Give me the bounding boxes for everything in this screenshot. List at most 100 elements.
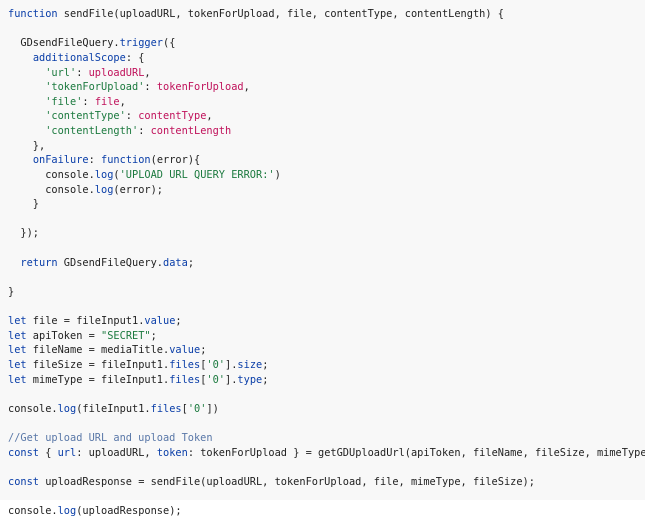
code-token: let xyxy=(8,359,27,371)
code-line: let file = fileInput1.value; xyxy=(8,314,645,329)
code-token: ; xyxy=(175,315,182,328)
code-token: const xyxy=(8,476,39,488)
code-token: console. xyxy=(8,183,95,196)
code-token: , xyxy=(119,95,126,108)
code-token: ; xyxy=(150,329,157,342)
code-token: type xyxy=(237,373,263,386)
code-line: 'tokenForUpload': tokenForUpload, xyxy=(8,80,645,95)
code-line xyxy=(8,22,645,37)
code-line xyxy=(8,300,645,315)
code-line: additionalScope: { xyxy=(8,51,645,66)
code-token: 'url' xyxy=(45,66,77,79)
code-token: , xyxy=(243,81,250,94)
code-token: 'contentLength' xyxy=(45,125,139,137)
code-line xyxy=(8,417,645,432)
code-line: const uploadResponse = sendFile(uploadUR… xyxy=(8,475,645,490)
code-token: fileName = mediaTitle. xyxy=(26,344,170,357)
code-token: 'UPLOAD URL QUERY ERROR:' xyxy=(119,168,275,181)
code-token: ( xyxy=(113,168,120,181)
code-line xyxy=(8,270,645,285)
code-token: ]. xyxy=(225,373,238,386)
code-token: log xyxy=(57,402,77,415)
code-token: 'tokenForUpload' xyxy=(45,81,145,94)
code-token: function xyxy=(101,154,151,167)
code-token: let xyxy=(8,344,27,357)
code-line: return GDsendFileQuery.data; xyxy=(8,256,645,271)
code-line: GDsendFileQuery.trigger({ xyxy=(8,36,645,51)
code-token: url xyxy=(57,446,77,459)
code-token: } xyxy=(8,285,15,298)
code-token: "SECRET" xyxy=(101,329,151,342)
code-token: ]) xyxy=(206,402,219,415)
code-token: onFailure xyxy=(32,154,89,167)
code-token: return xyxy=(20,256,58,269)
code-token: file xyxy=(94,95,120,108)
code-line: let mimeType = fileInput1.files['0'].typ… xyxy=(8,373,645,388)
code-snippet-panel: function sendFile(uploadURL, tokenForUpl… xyxy=(8,8,645,518)
code-token: '0' xyxy=(206,359,226,371)
code-token: : xyxy=(125,110,139,123)
code-line xyxy=(8,387,645,402)
code-token: additionalScope xyxy=(32,51,126,64)
code-token: contentLength xyxy=(150,125,232,137)
code-token: value xyxy=(169,344,201,357)
code-token: : xyxy=(82,95,95,108)
code-token: [ xyxy=(200,373,207,386)
code-token: [ xyxy=(200,359,207,371)
code-token: //Get upload URL and upload Token xyxy=(8,432,213,445)
code-line: //Get upload URL and upload Token xyxy=(8,431,645,446)
code-line: } xyxy=(8,197,645,212)
code-token: fileSize = fileInput1. xyxy=(26,359,170,371)
code-line: }); xyxy=(8,226,645,241)
code-line: 'url': uploadURL, xyxy=(8,66,645,81)
code-token: console. xyxy=(8,402,58,415)
code-token: GDsendFileQuery. xyxy=(8,37,120,50)
code-line: let fileSize = fileInput1.files['0'].siz… xyxy=(8,358,645,373)
code-token: ({ xyxy=(163,37,176,50)
code-token: contentType xyxy=(138,110,207,123)
code-token: apiToken = xyxy=(26,329,102,342)
code-token xyxy=(8,110,45,122)
code-line: const { url: uploadURL, token: tokenForU… xyxy=(8,446,645,461)
code-token: : xyxy=(88,154,102,167)
code-token: (fileInput1. xyxy=(76,402,151,415)
code-token xyxy=(8,67,45,79)
code-token: '0' xyxy=(206,373,226,386)
code-line: onFailure: function(error){ xyxy=(8,153,645,168)
code-token: }); xyxy=(8,227,39,240)
code-token: }, xyxy=(8,139,46,152)
code-token: files xyxy=(169,373,201,386)
code-token: size xyxy=(237,359,263,371)
code-token: ; xyxy=(187,256,195,269)
code-token: files xyxy=(150,402,182,415)
code-line: } xyxy=(8,285,645,300)
code-token: '0' xyxy=(187,402,207,415)
code-token: 'file' xyxy=(45,95,83,108)
code-token: (error); xyxy=(113,183,164,196)
code-token: ; xyxy=(262,359,269,371)
code-token: : xyxy=(76,66,89,79)
code-line xyxy=(8,212,645,227)
code-token: : uploadURL, xyxy=(76,446,157,459)
code-token: : tokenForUpload } = getGDUploadUrl(apiT… xyxy=(187,446,645,459)
code-token: function xyxy=(8,8,58,20)
code-token: log xyxy=(57,505,77,518)
code-line: function sendFile(uploadURL, tokenForUpl… xyxy=(8,7,645,22)
code-token: : xyxy=(144,81,157,94)
code-line: console.log(uploadResponse); xyxy=(8,504,645,519)
code-token: console. xyxy=(8,168,95,181)
code-token: (uploadResponse); xyxy=(76,505,182,518)
code-token: , xyxy=(144,66,151,79)
code-token xyxy=(8,81,45,93)
code-token: uploadURL xyxy=(88,66,145,79)
code-token: ) xyxy=(274,168,281,181)
code-token: trigger xyxy=(119,37,163,50)
code-line xyxy=(8,460,645,475)
code-token: , xyxy=(206,110,213,123)
code-token: mimeType = fileInput1. xyxy=(26,373,170,386)
code-token xyxy=(8,154,33,166)
code-line: 'contentLength': contentLength xyxy=(8,124,645,139)
code-token: ; xyxy=(262,373,269,386)
code-token: GDsendFileQuery. xyxy=(57,256,163,269)
